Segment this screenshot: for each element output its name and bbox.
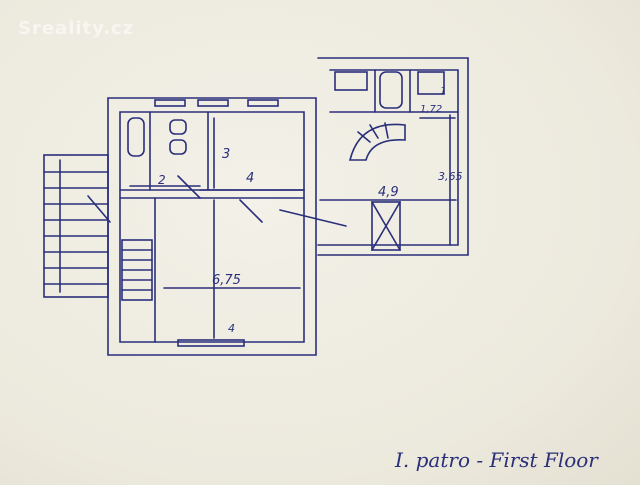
window <box>177 339 245 347</box>
dimension-label: 1 <box>440 86 446 97</box>
door-swing <box>279 209 347 227</box>
dimension-label: 4 <box>228 322 235 335</box>
shower <box>417 71 445 95</box>
dimension-label: 6,75 <box>212 273 241 288</box>
window <box>197 99 229 107</box>
washbasin <box>169 139 187 155</box>
spiral-staircase <box>348 123 406 161</box>
watermark: Sreality.cz <box>18 18 135 39</box>
right-wing-inner-walls <box>317 69 459 246</box>
window <box>154 99 186 107</box>
dimension-label: 4 <box>246 171 254 186</box>
floor-caption: I. patro - First Floor <box>395 448 598 472</box>
main-house-walls <box>107 97 317 356</box>
door-swing <box>87 195 111 223</box>
dimension-label: 4,9 <box>378 185 399 200</box>
bathtub <box>379 71 403 109</box>
window <box>247 99 279 107</box>
bathtub <box>127 117 145 157</box>
right-wing-walls <box>317 57 469 256</box>
balcony <box>43 154 109 298</box>
toilet <box>169 119 187 135</box>
dimension-label: 3 <box>222 147 230 162</box>
door-swing <box>239 199 263 223</box>
dimension-label: 1,72 <box>420 104 442 115</box>
bed <box>371 201 401 251</box>
washbasin <box>334 71 368 91</box>
dimension-label: 2 <box>158 173 166 187</box>
dimension-label: 3,65 <box>438 170 463 183</box>
main-house-inner-walls <box>119 111 305 343</box>
door-swing <box>177 175 201 199</box>
